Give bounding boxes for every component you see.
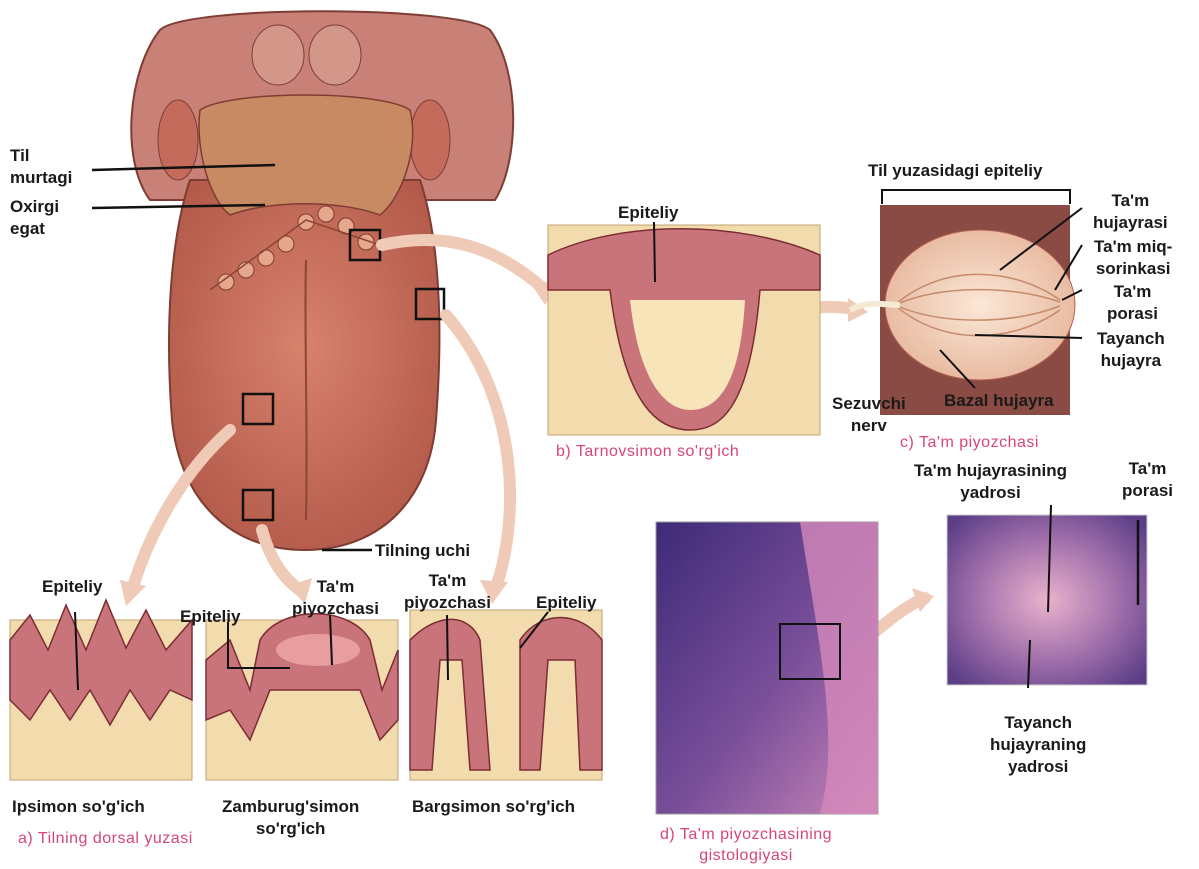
label-oxirgi-egat: Oxirgi egat	[10, 196, 59, 240]
panel-b-illustration	[548, 225, 820, 435]
label-tayanch-hujayra: Tayanch hujayra	[1097, 328, 1165, 372]
caption-panel-c: c) Ta'm piyozchasi	[900, 432, 1039, 453]
label-tam-hujayrasi: Ta'm hujayrasi	[1093, 190, 1168, 234]
median-sulcus	[305, 260, 306, 520]
panel-a-illustrations	[10, 600, 602, 780]
taste-bud-body	[885, 230, 1075, 380]
label-bargsimon-tam: Ta'm piyozchasi	[404, 570, 491, 614]
tonsil-right	[410, 100, 450, 180]
label-bargsimon-epiteliy: Epiteliy	[536, 592, 596, 614]
label-til-murtagi: Til murtagi	[10, 145, 72, 189]
epiglottis-left	[252, 25, 304, 85]
zoom-frame	[947, 515, 1147, 685]
panel-b-leader-line	[654, 222, 655, 282]
label-tam-porasi-d: Ta'm porasi	[1122, 458, 1173, 502]
tongue-body	[169, 180, 439, 550]
label-zamburug-epiteliy: Epiteliy	[180, 606, 240, 628]
caption-panel-b: b) Tarnovsimon so'rg'ich	[556, 441, 739, 462]
label-til-yuzasidagi-epiteliy: Til yuzasidagi epiteliy	[868, 160, 1042, 182]
label-ipsimon-epiteliy: Epiteliy	[42, 576, 102, 598]
fungiform-taste-bud	[276, 634, 360, 666]
label-tayanch-hujayraning-yadrosi: Tayanch hujayraning yadrosi	[990, 712, 1086, 778]
caption-panel-d: d) Ta'm piyozchasining gistologiyasi	[660, 824, 832, 866]
label-panel-b-epiteliy: Epiteliy	[618, 202, 678, 224]
label-sezuvchi-nerv: Sezuvchi nerv	[832, 393, 906, 437]
caption-bargsimon: Bargsimon so'rg'ich	[412, 796, 575, 818]
epiglottis-right	[309, 25, 361, 85]
caption-panel-a: a) Tilning dorsal yuzasi	[18, 828, 193, 849]
caption-zamburug: Zamburug'simon so'rg'ich	[222, 796, 359, 840]
caption-ipsimon: Ipsimon so'g'ich	[12, 796, 145, 818]
label-zamburug-tam: Ta'm piyozchasi	[292, 576, 379, 620]
label-tam-miqsorinkasi: Ta'm miq- sorinkasi	[1094, 236, 1172, 280]
label-tam-hujayrasining-yadrosi: Ta'm hujayrasining yadrosi	[914, 460, 1067, 504]
tongue-root	[199, 95, 413, 215]
label-tilning-uchi: Tilning uchi	[375, 540, 470, 562]
label-bazal-hujayra: Bazal hujayra	[944, 390, 1054, 412]
panel-c-illustration	[850, 205, 1075, 415]
label-tam-porasi-c: Ta'm porasi	[1107, 281, 1158, 325]
